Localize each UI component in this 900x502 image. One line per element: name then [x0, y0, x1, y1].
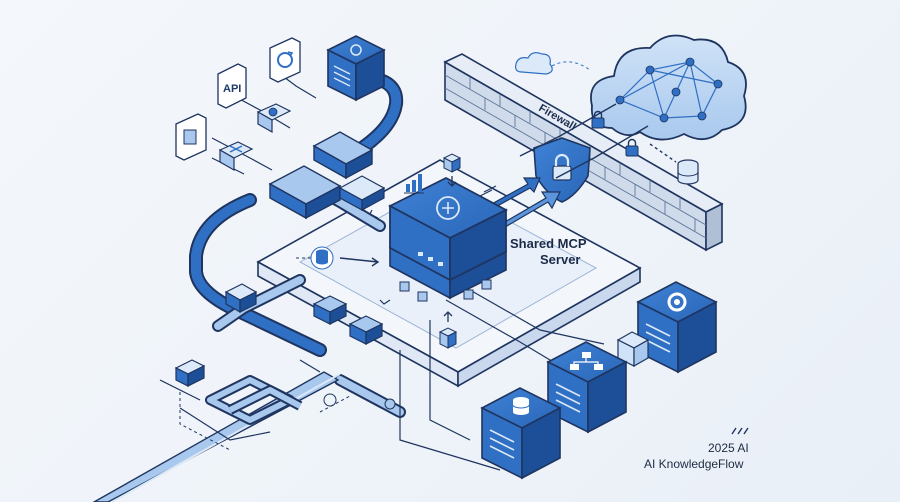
- small-node-tile: [224, 283, 258, 314]
- padlock-icon: [625, 138, 639, 157]
- small-node-tile: [174, 359, 206, 387]
- dashed-links: [179, 257, 351, 451]
- api-tile: API: [217, 63, 247, 109]
- sync-icon: [436, 196, 460, 220]
- small-cloud-icon: [515, 52, 591, 75]
- refresh-icon: [277, 52, 293, 68]
- box-icon: [442, 153, 462, 187]
- shield-lock-icon: [533, 137, 591, 203]
- light-connector-box: [616, 331, 650, 368]
- pipe-nodes: [312, 295, 396, 410]
- padlock-icon: [591, 110, 605, 129]
- connector-lines: [159, 73, 605, 471]
- document-tile: [175, 113, 207, 161]
- document-icon: [183, 129, 197, 145]
- org-chart-icon: [570, 352, 603, 370]
- connector-hub: [268, 165, 342, 220]
- top-server-block: [326, 35, 386, 102]
- database-server-block: [480, 387, 562, 480]
- small-arrows: [369, 185, 497, 305]
- refresh-tile: [269, 37, 301, 83]
- cloud-links: [519, 103, 677, 179]
- gear-icon: [667, 292, 687, 312]
- brand-name: AI KnowledgeFlow: [644, 457, 744, 471]
- brand-year: 2025 AI: [708, 441, 749, 455]
- tool-tile: [218, 141, 254, 172]
- bar-chart-icon: [404, 174, 424, 194]
- up-arrow-box-icon: [438, 311, 458, 349]
- cloud-network-icon: [590, 34, 747, 141]
- gear-icon: [268, 107, 278, 117]
- gear-tile: [256, 103, 292, 134]
- server-label-line1: Shared MCP: [510, 236, 587, 251]
- api-icon: API: [223, 83, 241, 95]
- brand-mark: 2025 AI AI KnowledgeFlow: [644, 427, 749, 471]
- database-icon: [677, 159, 699, 185]
- server-label-line2: Server: [540, 252, 580, 267]
- database-node-icon: [310, 246, 380, 270]
- connector-hub: [312, 131, 374, 180]
- junction-knot: [205, 375, 303, 425]
- gear-server-block: [636, 281, 718, 374]
- database-icon: [512, 397, 530, 415]
- connector-hub: [338, 175, 386, 212]
